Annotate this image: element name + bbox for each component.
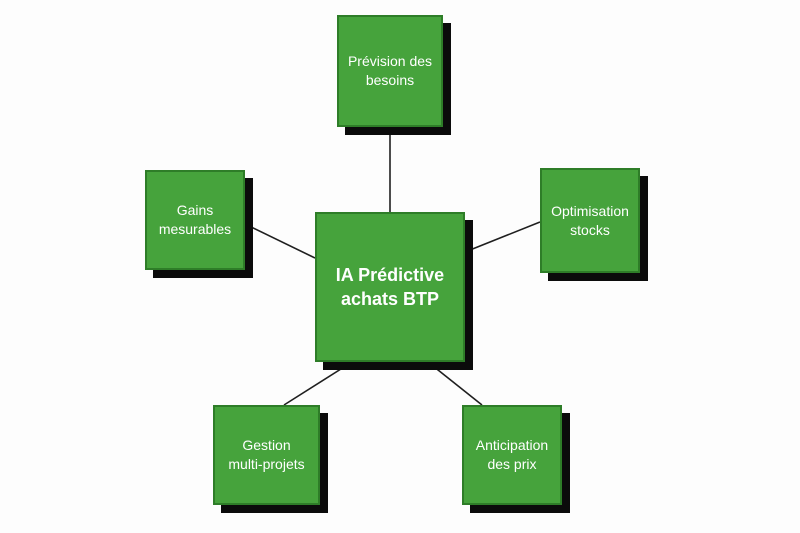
connector-center-to-bottom-left xyxy=(283,361,353,406)
node-gestion-multi-projets-label: Gestion multi-projets xyxy=(228,437,305,472)
connector-center-to-left xyxy=(244,223,316,259)
node-center-label: IA Prédictive achats BTP xyxy=(335,264,445,309)
node-gestion-multi-projets: Gestion multi-projets xyxy=(213,405,320,505)
node-prevision-besoins: Prévision des besoins xyxy=(337,15,443,127)
node-gains-mesurables-label: Gains mesurables xyxy=(158,202,232,237)
node-center-ia-predictive: IA Prédictive achats BTP xyxy=(315,212,465,362)
node-optimisation-stocks-label: Optimisation stocks xyxy=(551,202,629,238)
node-optimisation-stocks: Optimisation stocks xyxy=(540,168,640,273)
node-anticipation-prix: Anticipation des prix xyxy=(462,405,562,505)
node-prevision-besoins-label: Prévision des besoins xyxy=(347,53,433,88)
connector-center-to-right xyxy=(464,221,541,253)
node-anticipation-prix-label: Anticipation des prix xyxy=(475,437,549,472)
node-gains-mesurables: Gains mesurables xyxy=(145,170,245,270)
connector-center-to-bottom-right xyxy=(427,361,483,406)
